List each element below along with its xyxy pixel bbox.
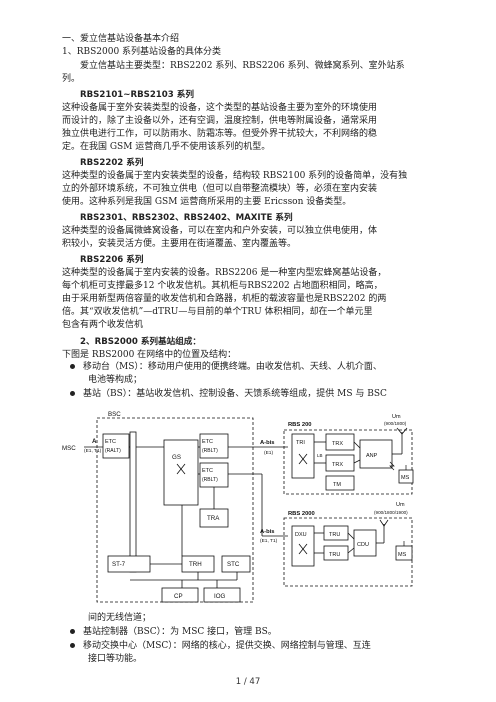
bullet-text: 基站（BS）：基站收发信机、控制设备、天馈系统等组成，提供 MS 与 BSC: [83, 389, 387, 399]
gs-label: GS: [172, 454, 181, 461]
bullet-item: 移动台（MS）：移动用户使用的便携终端。由收发信机、天线、人机介面、: [70, 361, 382, 374]
tru-2-label: TRU: [329, 552, 340, 558]
bullet-dot-icon: [70, 391, 75, 396]
paragraph-line: 列。: [62, 74, 81, 84]
bullet-continuation: 接口等功能。: [88, 654, 143, 664]
abis-1-rate: (E1): [264, 450, 273, 456]
paragraph-line: 下图是 RBS2000 在网络中的位置及结构：: [62, 350, 237, 360]
iog-label: IOG: [214, 593, 226, 600]
etc-ralt-sub: (RALT): [105, 448, 121, 454]
bullet-text: 基站控制器（BSC）：为 MSC 接口，管理 BS。: [83, 627, 277, 637]
paragraph-line: 而设计的，除了主设备以外，还有空调，温度控制，供电等附属设备，通常采用: [62, 116, 378, 126]
section-heading: RBS2301、RBS2302、RBS2402、MAXITE 系列: [80, 213, 293, 223]
um-1-label: Um: [392, 414, 401, 420]
dxu-label: DXU: [295, 532, 307, 538]
um-1-band: (900/1800): [384, 421, 407, 426]
etc-rblt-2-sub: (RBLT): [202, 477, 218, 483]
bullet-dot-icon: [70, 364, 75, 369]
bullet-item: 移动交换中心（MSC）：网络的核心，提供交换、网络控制与管理、互连: [70, 640, 371, 653]
trx-1-label: TRX: [332, 441, 343, 447]
abis-2-rate: (E1, T1): [260, 538, 278, 544]
page-number: 1 / 47: [235, 677, 261, 687]
um-2-label: Um: [396, 502, 405, 508]
etc-rblt-2-label: ETC: [202, 468, 213, 474]
bullet-dot-icon: [70, 629, 75, 634]
etc-rblt-1-label: ETC: [202, 439, 213, 445]
paragraph-line: 定。在我国 GSM 运营商几乎不使用该系列的机型。: [62, 142, 271, 152]
bullet-dot-icon: [70, 643, 75, 648]
lb-label: LB: [317, 453, 323, 458]
paragraph-line: 包含有两个收发信机: [62, 320, 144, 330]
etc-ralt-label: ETC: [105, 439, 116, 445]
cdu-label: CDU: [357, 542, 369, 548]
trh-label: TRH: [189, 561, 202, 568]
paragraph-line: 独立供电进行工作，可以防雨水、防霜冻等。但受外界干扰较大，不利网络的稳: [62, 129, 378, 139]
um-2-band: (900/1800/1900): [374, 510, 408, 515]
bsc-label: BSC: [108, 411, 121, 418]
ms-2-label: MS: [398, 552, 407, 558]
paragraph-line: 这种类型的设备属于室内安装的设备。RBS2206 是一种室内型宏蜂窝基站设备，: [62, 268, 387, 278]
stc-label: STC: [227, 561, 240, 568]
tra-label: TRA: [207, 515, 220, 522]
paragraph-line: 这种类型的设备属微蜂窝设备，可以在室内和户外安装，可以独立供电使用，体: [62, 226, 378, 236]
section-heading: RBS2202 系列: [80, 158, 144, 168]
abis-2-label: A-bis: [260, 529, 275, 535]
paragraph-line: 爱立信基站主要类型：RBS2202 系列、RBS2206 系列、微蜂窝系列、室外…: [80, 61, 405, 71]
msc-label: MSC: [62, 445, 76, 452]
tru-1-label: TRU: [329, 532, 340, 538]
paragraph-line: 1、RBS2000 系列基站设备的具体分类: [62, 47, 222, 57]
tm-label: TM: [333, 482, 341, 488]
paragraph-line: 这种类型的设备属于室内安装类型的设备，结构较 RBS2100 系列的设备简单，没…: [62, 171, 408, 181]
bullet-text: 移动台（MS）：移动用户使用的便携终端。由收发信机、天线、人机介面、: [83, 362, 382, 372]
bullet-continuation: 间的无线信道；: [88, 613, 152, 623]
paragraph-line: 积较小，安装灵活方便。主要用在街道覆盖、室内覆盖等。: [62, 239, 297, 249]
section-heading: RBS2206 系列: [80, 255, 144, 265]
a-interface-rate: (E1, T1): [84, 448, 102, 454]
bullet-item: 基站控制器（BSC）：为 MSC 接口，管理 BS。: [70, 626, 277, 639]
paragraph-line: 这种设备属于室外安装类型的设备，这个类型的基站设备主要为室外的环境使用: [62, 103, 378, 113]
etc-rblt-1-sub: (RBLT): [202, 448, 218, 454]
bullet-text: 移动交换中心（MSC）：网络的核心，提供交换、网络控制与管理、互连: [83, 641, 371, 651]
anp-label: ANP: [366, 453, 378, 459]
paragraph-line: 倍。其“双收发信机”—dTRU—与目前的单个TRU 体积相同，却在一个单元里: [62, 307, 373, 317]
section-heading: 2、RBS2000 系列基站组成：: [80, 337, 201, 347]
trx-2-label: TRX: [332, 462, 343, 468]
bullet-continuation: 电池等构成；: [88, 375, 143, 385]
tri-label: TRI: [296, 440, 305, 446]
paragraph-line: 一、爱立信基站设备基本介绍: [62, 34, 180, 44]
paragraph-line: 使用。这种系列是我国 GSM 运营商所采用的主要 Ericsson 设备类型。: [62, 197, 352, 207]
paragraph-line: 由于采用新型两倍容量的收发信机和合路器，机柜的载波容量也是RBS2202 的两: [62, 294, 387, 304]
bullet-item: 基站（BS）：基站收发信机、控制设备、天馈系统等组成，提供 MS 与 BSC: [70, 388, 387, 401]
section-heading: RBS2101~RBS2103 系列: [80, 90, 194, 100]
paragraph-line: 立的外部环境系统，不可独立供电（但可以自带整流模块）等，必须在室内安装: [62, 184, 378, 194]
a-interface-label: A: [92, 438, 97, 445]
cp-label: CP: [174, 593, 183, 600]
ms-1-label: MS: [401, 475, 410, 481]
st7-label: ST-7: [112, 561, 126, 568]
rbs2000-label: RBS 2000: [288, 511, 315, 517]
abis-1-label: A-bis: [260, 440, 275, 446]
paragraph-line: 每个机柜可支撑最多12 个收发信机。其机柜与RBS2202 占地面积相同，略高，: [62, 281, 383, 291]
network-structure-diagram: MSC A (E1, T1) BSC ETC (RALT) GS ETC (RB…: [62, 411, 414, 603]
rbs200-label: RBS 200: [288, 422, 312, 428]
